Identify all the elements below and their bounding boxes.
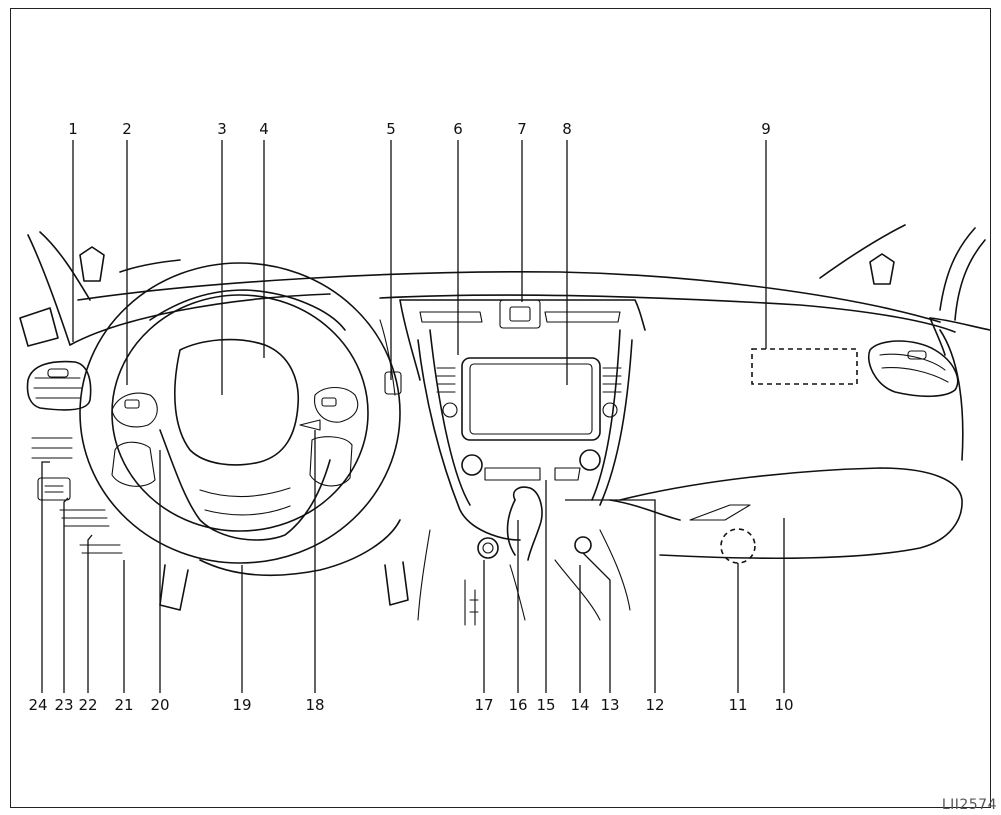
callout-19: 19 bbox=[232, 696, 251, 714]
callout-2: 2 bbox=[122, 120, 132, 138]
callout-numbers: 1 2 3 4 5 6 7 8 9 10 11 12 13 14 15 16 1… bbox=[28, 120, 793, 714]
display-screen bbox=[461, 357, 601, 441]
center-stack-buttons bbox=[436, 367, 622, 481]
callout-4: 4 bbox=[259, 120, 269, 138]
callout-21: 21 bbox=[114, 696, 133, 714]
callout-13: 13 bbox=[600, 696, 619, 714]
callout-24: 24 bbox=[28, 696, 47, 714]
leader-lines bbox=[41, 140, 785, 693]
callout-10: 10 bbox=[774, 696, 793, 714]
callout-15: 15 bbox=[536, 696, 555, 714]
left-lower-switches bbox=[31, 437, 123, 554]
steering-wheel bbox=[79, 262, 409, 611]
callout-1: 1 bbox=[68, 120, 78, 138]
windshield-frame bbox=[27, 224, 986, 346]
callout-22: 22 bbox=[78, 696, 97, 714]
callout-6: 6 bbox=[453, 120, 463, 138]
dashed-circle-11 bbox=[720, 528, 756, 564]
callout-18: 18 bbox=[305, 696, 324, 714]
callout-12: 12 bbox=[645, 696, 664, 714]
callout-20: 20 bbox=[150, 696, 169, 714]
left-vent bbox=[19, 307, 92, 411]
callout-11: 11 bbox=[728, 696, 747, 714]
figure-code: LII2574 bbox=[941, 797, 997, 813]
shift-lever bbox=[417, 486, 631, 626]
dashed-box-9 bbox=[751, 348, 858, 385]
callout-3: 3 bbox=[217, 120, 227, 138]
right-vent bbox=[868, 340, 959, 398]
callout-23: 23 bbox=[54, 696, 73, 714]
frame-border bbox=[10, 8, 991, 808]
callout-9: 9 bbox=[761, 120, 771, 138]
callout-14: 14 bbox=[570, 696, 589, 714]
callout-16: 16 bbox=[508, 696, 527, 714]
callout-17: 17 bbox=[474, 696, 493, 714]
callout-5: 5 bbox=[386, 120, 396, 138]
center-console bbox=[399, 299, 646, 541]
callout-7: 7 bbox=[517, 120, 527, 138]
dashboard-body bbox=[69, 293, 991, 559]
callout-8: 8 bbox=[562, 120, 572, 138]
